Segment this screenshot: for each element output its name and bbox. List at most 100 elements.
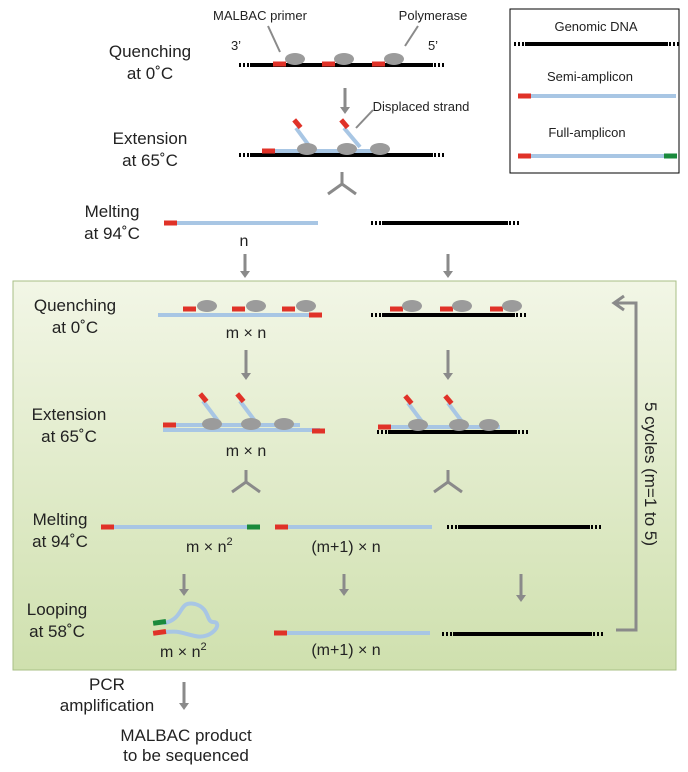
- primer-pointer: [267, 25, 281, 53]
- cycle-extension-label: Extension: [32, 405, 107, 424]
- step-melting-temp: at 94˚C: [84, 224, 140, 243]
- polymerase-blob: [384, 53, 404, 65]
- primer-segment: [440, 306, 453, 312]
- count-mn-quench: m × n: [226, 325, 266, 342]
- step-extension-temp: at 65˚C: [122, 151, 178, 170]
- looped-amplicon: [163, 601, 220, 639]
- primer-segment: [164, 220, 177, 226]
- legend-box: [509, 8, 680, 174]
- arrow-head: [339, 589, 349, 596]
- legend-semi-label: Semi-amplicon: [547, 69, 633, 84]
- count-m1n-loop: (m+1) × n: [311, 642, 380, 659]
- primer-annotation: MALBAC primer: [213, 8, 308, 23]
- primer-segment: [490, 306, 503, 312]
- polymerase-blob: [334, 53, 354, 65]
- polymerase-blob: [274, 418, 294, 430]
- arrow-head: [443, 373, 453, 380]
- displaced-primer: [443, 394, 454, 406]
- primer-segment: [232, 306, 245, 312]
- primer-segment: [274, 630, 287, 636]
- displaced-strand: [238, 399, 257, 423]
- count-mn2-melt: m × n2: [186, 536, 233, 556]
- polymerase-blob: [402, 300, 422, 312]
- pcr-label: PCR: [89, 675, 125, 694]
- polymerase-blob: [296, 300, 316, 312]
- step-melting-label: Melting: [85, 202, 140, 221]
- polymerase-blob: [370, 143, 390, 155]
- split-arrow-right: [447, 480, 463, 494]
- cycle-return-bracket: [616, 301, 638, 632]
- legend-full-label: Full-amplicon: [548, 125, 625, 140]
- cycle-looping-temp: at 58˚C: [29, 622, 85, 641]
- polymerase-blob: [241, 418, 261, 430]
- polymerase-blob: [337, 143, 357, 155]
- pcr-label-2: amplification: [60, 696, 155, 715]
- legend-semi-primer: [518, 93, 531, 99]
- displaced-strand-annotation: Displaced strand: [373, 99, 470, 114]
- primer-segment: [163, 422, 176, 428]
- cycles-label: 5 cycles (m=1 to 5): [641, 402, 660, 546]
- polymerase-blob: [197, 300, 217, 312]
- polymerase-blob: [285, 53, 305, 65]
- arrow-head: [516, 595, 526, 602]
- primer-segment: [390, 306, 403, 312]
- primer-segment: [322, 61, 335, 67]
- cycle-panel: [12, 280, 677, 671]
- polymerase-annotation: Polymerase: [399, 8, 468, 23]
- primer-segment: [372, 61, 385, 67]
- cycle-quenching-label: Quenching: [34, 296, 116, 315]
- step-extension-label: Extension: [113, 129, 188, 148]
- primer-segment: [183, 306, 196, 312]
- arrow-head: [443, 271, 453, 278]
- five-prime-end: 5’: [428, 38, 438, 53]
- cycle-quenching-temp: at 0˚C: [52, 318, 98, 337]
- arrow-head: [179, 589, 189, 596]
- count-m1n-melt: (m+1) × n: [311, 539, 380, 556]
- product-label-2: to be sequenced: [123, 746, 249, 765]
- count-mn-extend: m × n: [226, 443, 266, 460]
- split-arrow-right: [341, 182, 357, 196]
- cycle-melting-label: Melting: [33, 510, 88, 529]
- displaced-strand: [342, 126, 362, 149]
- count-n: n: [240, 233, 249, 250]
- polymerase-blob: [452, 300, 472, 312]
- arrow-head: [240, 271, 250, 278]
- polymerase-blob: [449, 419, 469, 431]
- dna-strands: [101, 25, 679, 710]
- split-arrow-left: [327, 182, 343, 196]
- polymerase-blob: [408, 419, 428, 431]
- split-arrow-left: [433, 480, 449, 494]
- loop-red-end: [152, 629, 167, 636]
- displaced-primer: [403, 394, 414, 406]
- polymerase-blob: [202, 418, 222, 430]
- primer-segment: [101, 524, 114, 530]
- displaced-primer: [235, 392, 246, 404]
- polymerase-blob: [479, 419, 499, 431]
- split-arrow-left: [231, 480, 247, 494]
- primer-segment: [262, 148, 275, 154]
- polymerase-blob: [502, 300, 522, 312]
- primer-end-segment: [664, 153, 677, 159]
- count-mn2-loop: m × n2: [160, 641, 207, 661]
- legend-genomic-label: Genomic DNA: [554, 19, 637, 34]
- polymerase-blob: [297, 143, 317, 155]
- loop-green-end: [152, 619, 167, 626]
- displaced-primer: [339, 118, 350, 130]
- arrow-head: [241, 373, 251, 380]
- displaced-pointer: [355, 109, 374, 129]
- cycle-return-arrowhead: [611, 294, 625, 312]
- primer-end-segment: [247, 524, 260, 530]
- primer-segment: [312, 428, 325, 434]
- three-prime-end: 3’: [231, 38, 241, 53]
- step-quenching-temp: at 0˚C: [127, 64, 173, 83]
- displaced-primer: [198, 392, 209, 404]
- cycle-looping-label: Looping: [27, 600, 88, 619]
- primer-segment: [282, 306, 295, 312]
- displaced-strand: [201, 399, 220, 423]
- split-arrow-right: [245, 480, 261, 494]
- polymerase-pointer: [404, 25, 419, 47]
- displaced-primer: [292, 118, 303, 130]
- product-label: MALBAC product: [120, 726, 252, 745]
- primer-segment: [275, 524, 288, 530]
